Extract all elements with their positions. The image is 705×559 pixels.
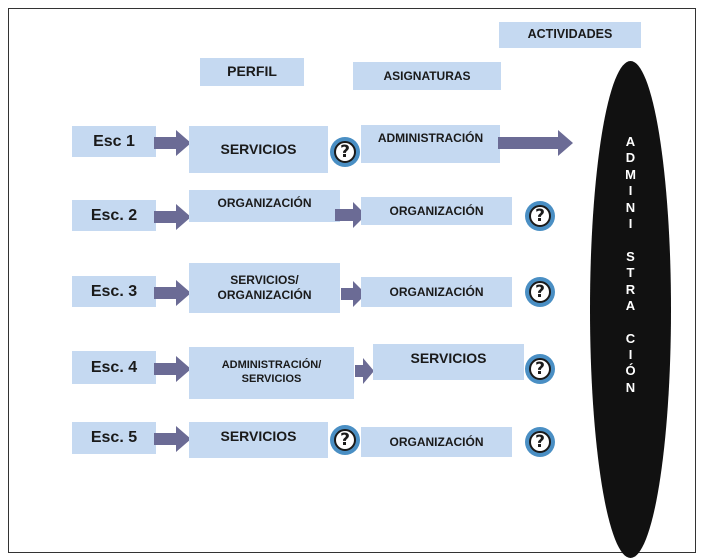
vertical-letter: A — [625, 134, 636, 149]
vertical-letter: M — [625, 166, 636, 182]
vertical-letter: R — [625, 281, 636, 297]
arrow-right-icon — [154, 280, 191, 306]
row1-profile: SERVICIOS — [189, 126, 328, 173]
row2-subject: ORGANIZACIÓN — [361, 197, 512, 225]
vertical-letter: D — [625, 150, 636, 166]
question-icon: ? — [330, 137, 360, 167]
vertical-letter: I — [628, 215, 633, 231]
administracion-ellipse — [590, 61, 671, 558]
vertical-letter: C — [625, 330, 636, 346]
esc-3-label: Esc. 3 — [72, 276, 156, 307]
vertical-label-administracion: A D M I N I S T R A C I Ó N — [590, 134, 671, 396]
row4-profile-line2: SERVICIOS — [241, 373, 302, 385]
esc-4-label: Esc. 4 — [72, 351, 156, 384]
question-icon: ? — [525, 277, 555, 307]
row3-profile: SERVICIOS/ ORGANIZACIÓN — [189, 263, 340, 313]
vertical-letter: I — [628, 347, 633, 363]
arrow-right-icon — [355, 358, 374, 384]
header-asignaturas: ASIGNATURAS — [353, 62, 501, 90]
row4-profile-line1: ADMINISTRACIÓN/ — [221, 359, 322, 372]
arrow-right-icon — [154, 130, 191, 156]
row3-profile-line1: SERVICIOS/ — [230, 273, 299, 287]
arrow-right-icon — [154, 426, 191, 452]
esc-2-label: Esc. 2 — [72, 200, 156, 231]
header-actividades: ACTIVIDADES — [499, 22, 641, 48]
row1-subject: ADMINISTRACIÓN — [361, 125, 500, 163]
row2-profile: ORGANIZACIÓN — [189, 190, 340, 222]
vertical-letter: N — [625, 379, 636, 395]
question-icon: ? — [330, 425, 360, 455]
vertical-letter: A — [625, 297, 636, 313]
header-perfil: PERFIL — [200, 58, 304, 86]
question-icon: ? — [525, 354, 555, 384]
vertical-letter: T — [626, 265, 635, 281]
row4-profile: ADMINISTRACIÓN/ SERVICIOS — [189, 347, 354, 399]
row3-subject: ORGANIZACIÓN — [361, 277, 512, 307]
arrow-right-icon — [335, 202, 366, 228]
vertical-letter: S — [626, 248, 635, 264]
arrow-right-icon — [154, 204, 191, 230]
row4-subject: SERVICIOS — [373, 344, 524, 380]
row5-profile: SERVICIOS — [189, 422, 328, 458]
row5-subject: ORGANIZACIÓN — [361, 427, 512, 457]
vertical-letter: I — [628, 183, 633, 199]
question-icon: ? — [525, 201, 555, 231]
arrow-right-icon — [341, 281, 366, 307]
arrow-right-icon — [154, 356, 191, 382]
row3-profile-line2: ORGANIZACIÓN — [217, 288, 312, 302]
question-icon: ? — [525, 427, 555, 457]
esc-5-label: Esc. 5 — [72, 422, 156, 454]
vertical-letter: N — [625, 199, 636, 215]
esc-1-label: Esc 1 — [72, 126, 156, 157]
arrow-right-icon — [498, 130, 573, 156]
vertical-letter: Ó — [625, 363, 636, 379]
diagram-frame: ACTIVIDADES PERFIL ASIGNATURAS A D M I N… — [8, 8, 696, 558]
